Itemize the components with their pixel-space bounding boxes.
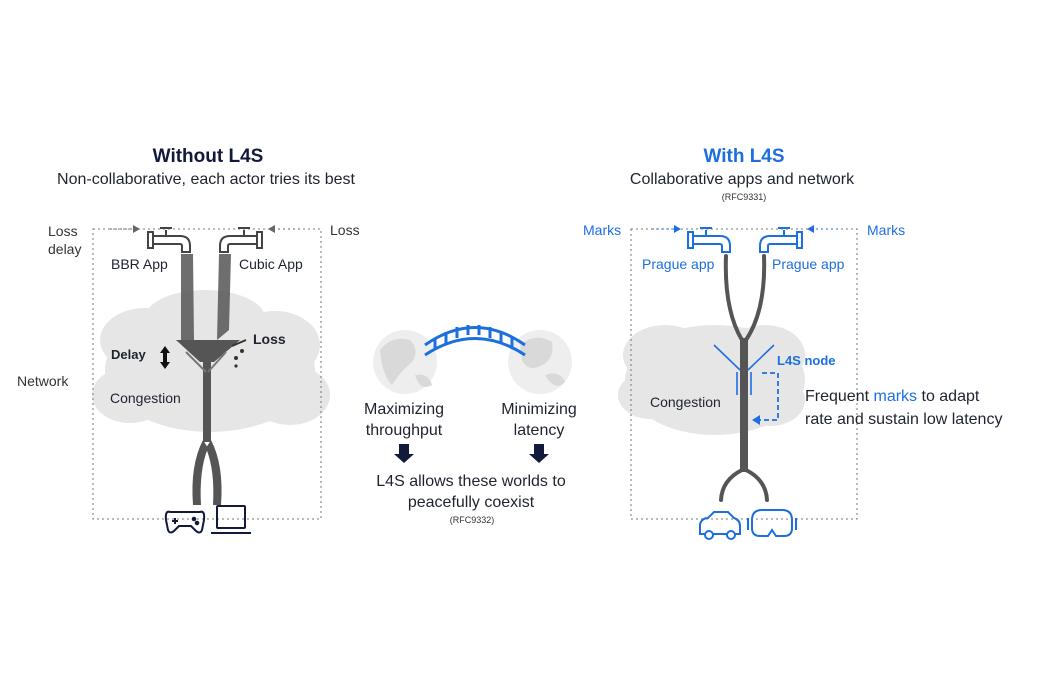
note-suffix: to adapt <box>917 388 980 405</box>
app-label-cubic: Cubic App <box>239 256 303 272</box>
note-marks-highlight: marks <box>873 388 918 405</box>
congestion-label-right: Congestion <box>650 394 721 410</box>
maximizing-throughput-text: Maximizing throughput <box>363 401 445 439</box>
minimizing-latency-text: Minimizing latency <box>501 401 577 439</box>
marks-label-left: Marks <box>583 222 622 238</box>
network-label: Network <box>17 373 69 389</box>
right-subtitle: Collaborative apps and network <box>629 171 855 188</box>
flow-streams-left <box>176 254 240 505</box>
globe-left <box>373 330 437 394</box>
faucet-icon <box>147 227 191 253</box>
network-cloud-left <box>92 290 330 432</box>
app-label-bbr: BBR App <box>111 256 168 272</box>
congestion-label-left: Congestion <box>110 390 181 406</box>
network-boundary-right <box>630 228 858 520</box>
delay-arrow-icon <box>160 346 170 369</box>
note-prefix: Frequent <box>805 388 874 405</box>
app-label-prague-2: Prague app <box>772 256 845 272</box>
frequent-marks-note: Frequent marks to adapt <box>805 388 979 406</box>
coexist-text: L4S allows these worlds to peacefully co… <box>376 473 566 511</box>
faucet-icon <box>759 227 803 253</box>
car-icon <box>699 511 741 540</box>
marks-label-right: Marks <box>867 222 906 238</box>
right-title: With L4S <box>703 146 785 167</box>
left-title: Without L4S <box>152 146 264 167</box>
down-arrow-icon <box>394 444 549 463</box>
faucet-icon <box>219 227 263 253</box>
laptop-icon <box>211 505 251 534</box>
loss-label: Loss <box>253 331 286 347</box>
frequent-marks-note-line2: rate and sustain low latency <box>805 411 1003 428</box>
flow-streams-right <box>719 254 769 502</box>
left-subtitle: Non-collaborative, each actor tries its … <box>57 171 355 188</box>
l4s-node-label: L4S node <box>777 353 836 368</box>
rfc9332-label: (RFC9332) <box>449 515 495 525</box>
rfc9331-label: (RFC9331) <box>721 192 767 202</box>
network-cloud-right <box>618 325 805 435</box>
gamepad-icon <box>164 510 206 534</box>
side-label-loss: Loss <box>330 222 360 238</box>
side-label-loss-delay: Loss delay <box>48 223 82 257</box>
vr-headset-icon <box>747 509 797 537</box>
delay-label: Delay <box>111 347 146 362</box>
network-boundary-left <box>92 228 322 520</box>
bridge-icon <box>424 325 526 357</box>
app-label-prague-1: Prague app <box>642 256 715 272</box>
faucet-icon <box>687 227 731 253</box>
globe-right <box>508 330 572 394</box>
